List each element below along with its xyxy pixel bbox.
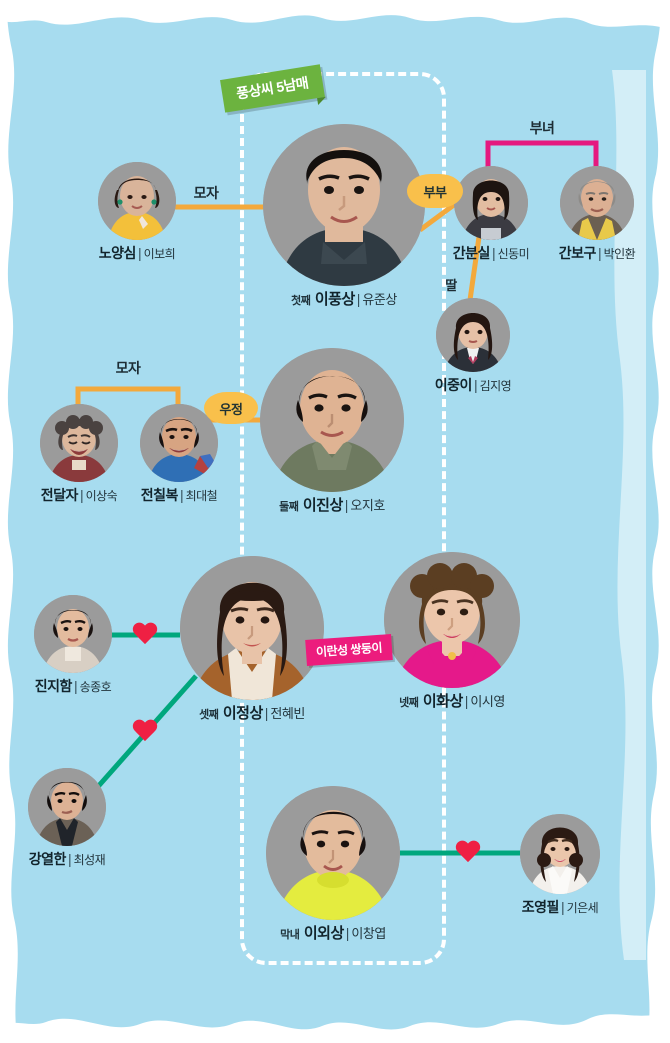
person-caption: 첫째 이풍상|유준상 xyxy=(291,291,397,308)
actor-name: 오지호 xyxy=(350,498,385,513)
person-caption: 전달자|이상숙 xyxy=(40,487,118,503)
avatar xyxy=(180,556,324,700)
person-order: 첫째 xyxy=(291,295,311,307)
actor-name: 송종호 xyxy=(79,680,112,694)
avatar xyxy=(98,162,176,240)
avatar xyxy=(266,786,400,920)
actor-name: 이보희 xyxy=(143,247,176,261)
person-card-lee-jin-sang[interactable]: 둘째 이진상|오지호 xyxy=(256,348,408,515)
person-card-gan-bo-gu[interactable]: 간보구|박인환 xyxy=(558,166,636,263)
portrait-no-yang-sim xyxy=(98,162,176,240)
actor-name: 이상숙 xyxy=(85,489,118,503)
relation-label-mother-son-2: 모자 xyxy=(115,360,141,376)
person-caption: 셋째 이정상|전혜빈 xyxy=(199,705,305,722)
person-name: 이중이 xyxy=(434,377,473,393)
person-caption: 이중이|김지영 xyxy=(434,377,512,393)
actor-name: 이창엽 xyxy=(351,926,386,941)
person-card-jin-ji-ham[interactable]: 진지함|송종호 xyxy=(32,595,114,696)
avatar xyxy=(560,166,634,240)
portrait-jeon-dal-ja xyxy=(40,404,118,482)
avatar xyxy=(260,348,404,492)
person-name: 전달자 xyxy=(40,487,79,503)
person-card-lee-oe-sang[interactable]: 막내 이외상|이창엽 xyxy=(264,786,402,943)
person-card-lee-jung-i[interactable]: 이중이|김지영 xyxy=(434,298,512,395)
avatar xyxy=(140,404,218,482)
relation-label-couple: 부부 xyxy=(407,174,463,208)
person-caption: 진지함|송종호 xyxy=(34,678,112,694)
person-caption: 조영필|기은세 xyxy=(521,899,599,915)
portrait-gan-bo-gu xyxy=(560,166,634,240)
person-name: 이정상 xyxy=(222,705,263,722)
portrait-lee-hwa-sang xyxy=(384,552,520,688)
person-caption: 막내 이외상|이창엽 xyxy=(280,925,386,942)
person-caption: 둘째 이진상|오지호 xyxy=(279,497,385,514)
person-card-lee-pung-sang[interactable]: 첫째 이풍상|유준상 xyxy=(258,124,430,309)
heart-icon-jin-jungsang xyxy=(132,623,158,647)
relation-label-daughter: 딸 xyxy=(445,278,457,293)
heart-icon-oesang-yeongpil xyxy=(455,841,481,865)
actor-name: 이시영 xyxy=(470,694,505,709)
portrait-lee-jung-i xyxy=(436,298,510,372)
actor-name: 박인환 xyxy=(603,247,636,261)
portrait-gan-bun-sil xyxy=(454,166,528,240)
person-card-jo-yeong-pil[interactable]: 조영필|기은세 xyxy=(518,814,602,917)
person-name: 이외상 xyxy=(303,925,344,942)
actor-name: 유준상 xyxy=(362,292,397,307)
person-caption: 노양심|이보희 xyxy=(98,245,176,261)
actor-name: 김지영 xyxy=(479,379,512,393)
portrait-lee-jung-sang xyxy=(180,556,324,700)
person-card-jeon-chil-bok[interactable]: 전칠복|최대철 xyxy=(138,404,220,505)
person-name: 간분실 xyxy=(452,245,491,261)
avatar xyxy=(520,814,600,894)
person-card-lee-hwa-sang[interactable]: 넷째 이화상|이시영 xyxy=(382,552,522,711)
avatar xyxy=(263,124,425,286)
actor-name: 전혜빈 xyxy=(270,706,305,721)
portrait-jo-yeong-pil xyxy=(520,814,600,894)
avatar xyxy=(40,404,118,482)
actor-name: 최대철 xyxy=(185,489,218,503)
avatar xyxy=(28,768,106,846)
actor-name: 최성재 xyxy=(73,853,106,867)
person-caption: 강열한|최성재 xyxy=(28,851,106,867)
person-name: 강열한 xyxy=(28,851,67,867)
avatar xyxy=(34,595,112,673)
portrait-lee-oe-sang xyxy=(266,786,400,920)
family-boundary-dashed-box xyxy=(240,72,446,965)
person-caption: 간분실|신동미 xyxy=(452,245,530,261)
person-card-kang-yeol-han[interactable]: 강열한|최성재 xyxy=(26,768,108,869)
actor-name: 신동미 xyxy=(497,247,530,261)
person-card-gan-bun-sil[interactable]: 간분실|신동미 xyxy=(452,166,530,263)
person-name: 조영필 xyxy=(521,899,560,915)
person-name: 진지함 xyxy=(34,678,73,694)
person-order: 둘째 xyxy=(279,501,299,513)
person-name: 이화상 xyxy=(422,693,463,710)
portrait-lee-jin-sang xyxy=(260,348,404,492)
person-card-lee-jung-sang[interactable]: 셋째 이정상|전혜빈 xyxy=(178,556,326,723)
person-name: 전칠복 xyxy=(140,487,179,503)
person-name: 노양심 xyxy=(98,245,137,261)
heart-icon-kang-jungsang xyxy=(132,720,158,744)
avatar xyxy=(384,552,520,688)
person-order: 막내 xyxy=(280,929,300,941)
actor-name: 기은세 xyxy=(566,901,599,915)
person-name: 이진상 xyxy=(302,497,343,514)
relation-label-friendship: 우정 xyxy=(204,392,258,424)
person-order: 넷째 xyxy=(399,697,419,709)
person-caption: 넷째 이화상|이시영 xyxy=(399,693,505,710)
person-card-jeon-dal-ja[interactable]: 전달자|이상숙 xyxy=(38,404,120,505)
portrait-kang-yeol-han xyxy=(28,768,106,846)
portrait-lee-pung-sang xyxy=(263,124,425,286)
relation-label-father-daughter: 부녀 xyxy=(529,120,555,136)
person-order: 셋째 xyxy=(199,709,219,721)
person-caption: 간보구|박인환 xyxy=(558,245,636,261)
portrait-jin-ji-ham xyxy=(34,595,112,673)
portrait-jeon-chil-bok xyxy=(140,404,218,482)
person-caption: 전칠복|최대철 xyxy=(140,487,218,503)
avatar xyxy=(436,298,510,372)
avatar xyxy=(454,166,528,240)
person-name: 이풍상 xyxy=(314,291,355,308)
relation-label-mother-son-1: 모자 xyxy=(193,185,219,201)
person-name: 간보구 xyxy=(558,245,597,261)
person-card-no-yang-sim[interactable]: 노양심|이보희 xyxy=(92,162,182,263)
